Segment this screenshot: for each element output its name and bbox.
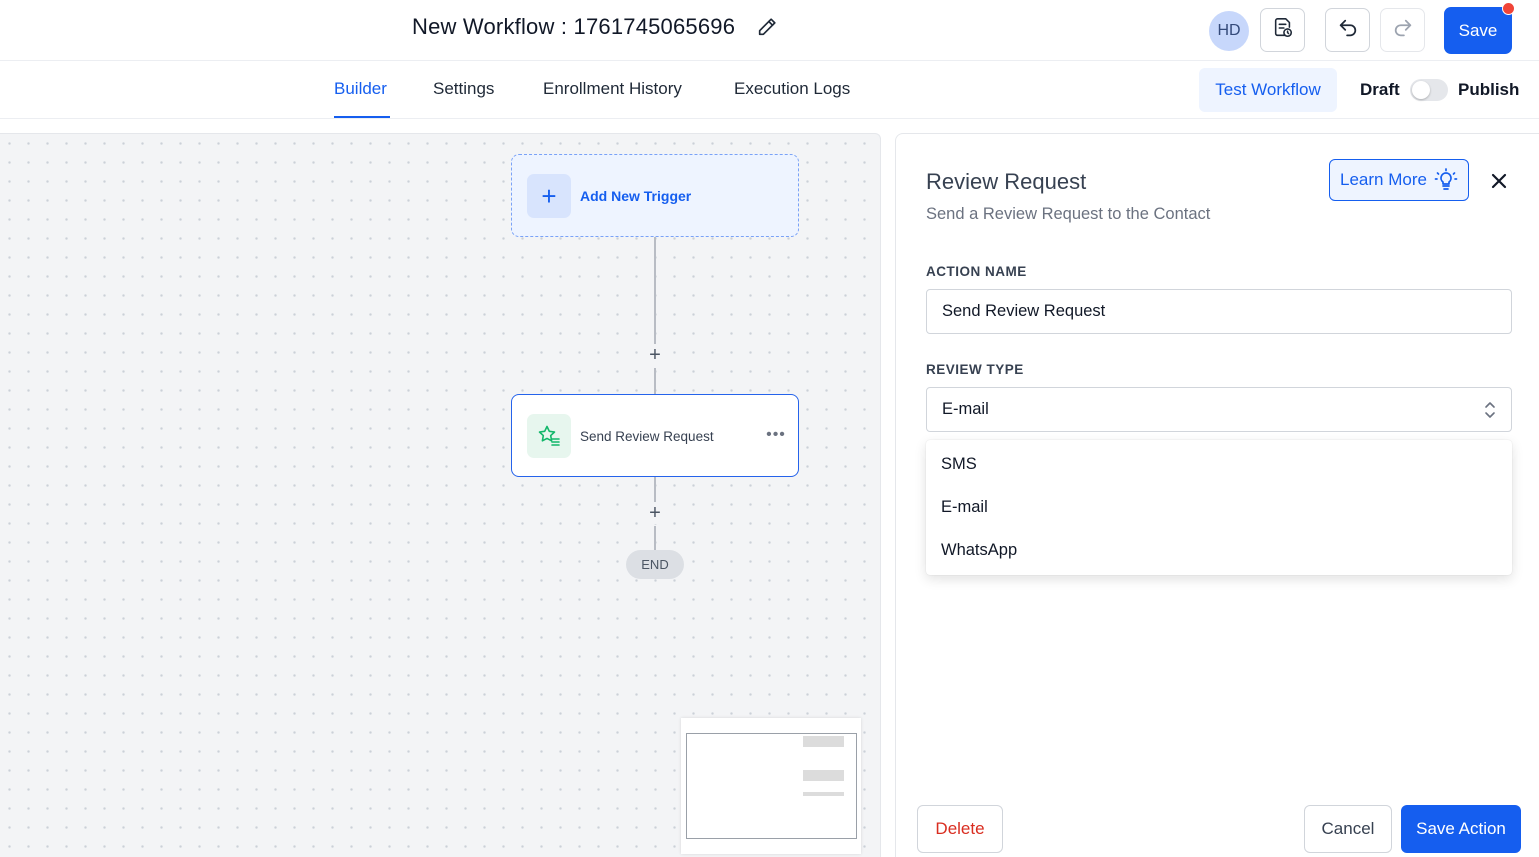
active-tab-indicator — [334, 116, 390, 118]
review-type-select[interactable]: E-mail — [926, 387, 1512, 432]
save-button[interactable]: Save — [1444, 7, 1512, 54]
undo-button[interactable] — [1325, 8, 1370, 52]
redo-button[interactable] — [1380, 8, 1425, 52]
publish-label: Publish — [1458, 80, 1520, 99]
option-email[interactable]: E-mail — [941, 498, 988, 516]
trigger-label: Add New Trigger — [580, 188, 692, 204]
plus-icon: + — [527, 174, 571, 218]
toggle-knob — [1412, 81, 1430, 99]
action-name-label: ACTION NAME — [926, 264, 1027, 279]
connector-line — [654, 526, 656, 550]
draft-label: Draft — [1360, 80, 1400, 99]
end-node: END — [626, 550, 684, 579]
learn-more-button[interactable]: Learn More — [1329, 159, 1469, 201]
notification-dot — [1502, 2, 1515, 15]
delete-button[interactable]: Delete — [917, 805, 1003, 853]
option-whatsapp[interactable]: WhatsApp — [941, 541, 1018, 559]
close-icon[interactable] — [1488, 170, 1510, 192]
tab-enrollment-history[interactable]: Enrollment History — [543, 79, 682, 98]
add-trigger-node[interactable]: + Add New Trigger — [511, 154, 799, 237]
lightbulb-icon — [1434, 168, 1458, 197]
action-node-send-review-request[interactable]: Send Review Request ••• — [511, 394, 799, 477]
test-workflow-button[interactable]: Test Workflow — [1199, 68, 1337, 112]
review-type-dropdown: SMS E-mail WhatsApp — [926, 440, 1512, 575]
action-label: Send Review Request — [580, 429, 714, 444]
redo-icon — [1392, 17, 1414, 44]
panel-title: Review Request — [926, 169, 1087, 194]
minimap-node — [803, 792, 844, 796]
workflow-history-button[interactable] — [1260, 8, 1305, 52]
star-list-icon — [527, 414, 571, 458]
minimap[interactable] — [681, 718, 861, 854]
cancel-button[interactable]: Cancel — [1304, 805, 1392, 853]
minimap-node — [803, 736, 844, 747]
publish-toggle[interactable] — [1410, 79, 1448, 101]
undo-icon — [1337, 17, 1359, 44]
option-sms[interactable]: SMS — [941, 455, 977, 473]
minimap-node — [803, 770, 844, 781]
save-action-button[interactable]: Save Action — [1401, 805, 1521, 853]
panel-subtitle: Send a Review Request to the Contact — [926, 205, 1211, 223]
review-type-selected: E-mail — [942, 400, 989, 418]
connector-line — [654, 477, 656, 502]
workflow-canvas[interactable]: + Add New Trigger + Send Review Request … — [0, 133, 881, 857]
learn-more-label: Learn More — [1340, 170, 1427, 189]
connector-line — [654, 368, 656, 394]
top-header: New Workflow : 1761745065696 HD Save — [0, 0, 1539, 61]
review-type-label: REVIEW TYPE — [926, 362, 1024, 377]
add-step-button[interactable]: + — [644, 344, 666, 366]
tab-bar: Builder Settings Enrollment History Exec… — [0, 61, 1539, 119]
document-history-icon — [1272, 17, 1294, 44]
action-settings-panel: Review Request Send a Review Request to … — [895, 133, 1539, 857]
pencil-icon[interactable] — [756, 16, 778, 38]
chevron-up-down-icon — [1483, 400, 1497, 425]
tab-settings[interactable]: Settings — [433, 79, 495, 98]
workflow-title: New Workflow : 1761745065696 — [412, 14, 736, 39]
minimap-viewport[interactable] — [686, 733, 857, 839]
tab-execution-logs[interactable]: Execution Logs — [734, 79, 851, 98]
connector-line — [654, 237, 656, 344]
add-step-button[interactable]: + — [644, 502, 666, 524]
avatar[interactable]: HD — [1209, 11, 1249, 51]
more-horizontal-icon[interactable]: ••• — [766, 426, 786, 443]
action-name-input[interactable] — [926, 289, 1512, 334]
tab-builder[interactable]: Builder — [334, 79, 387, 98]
